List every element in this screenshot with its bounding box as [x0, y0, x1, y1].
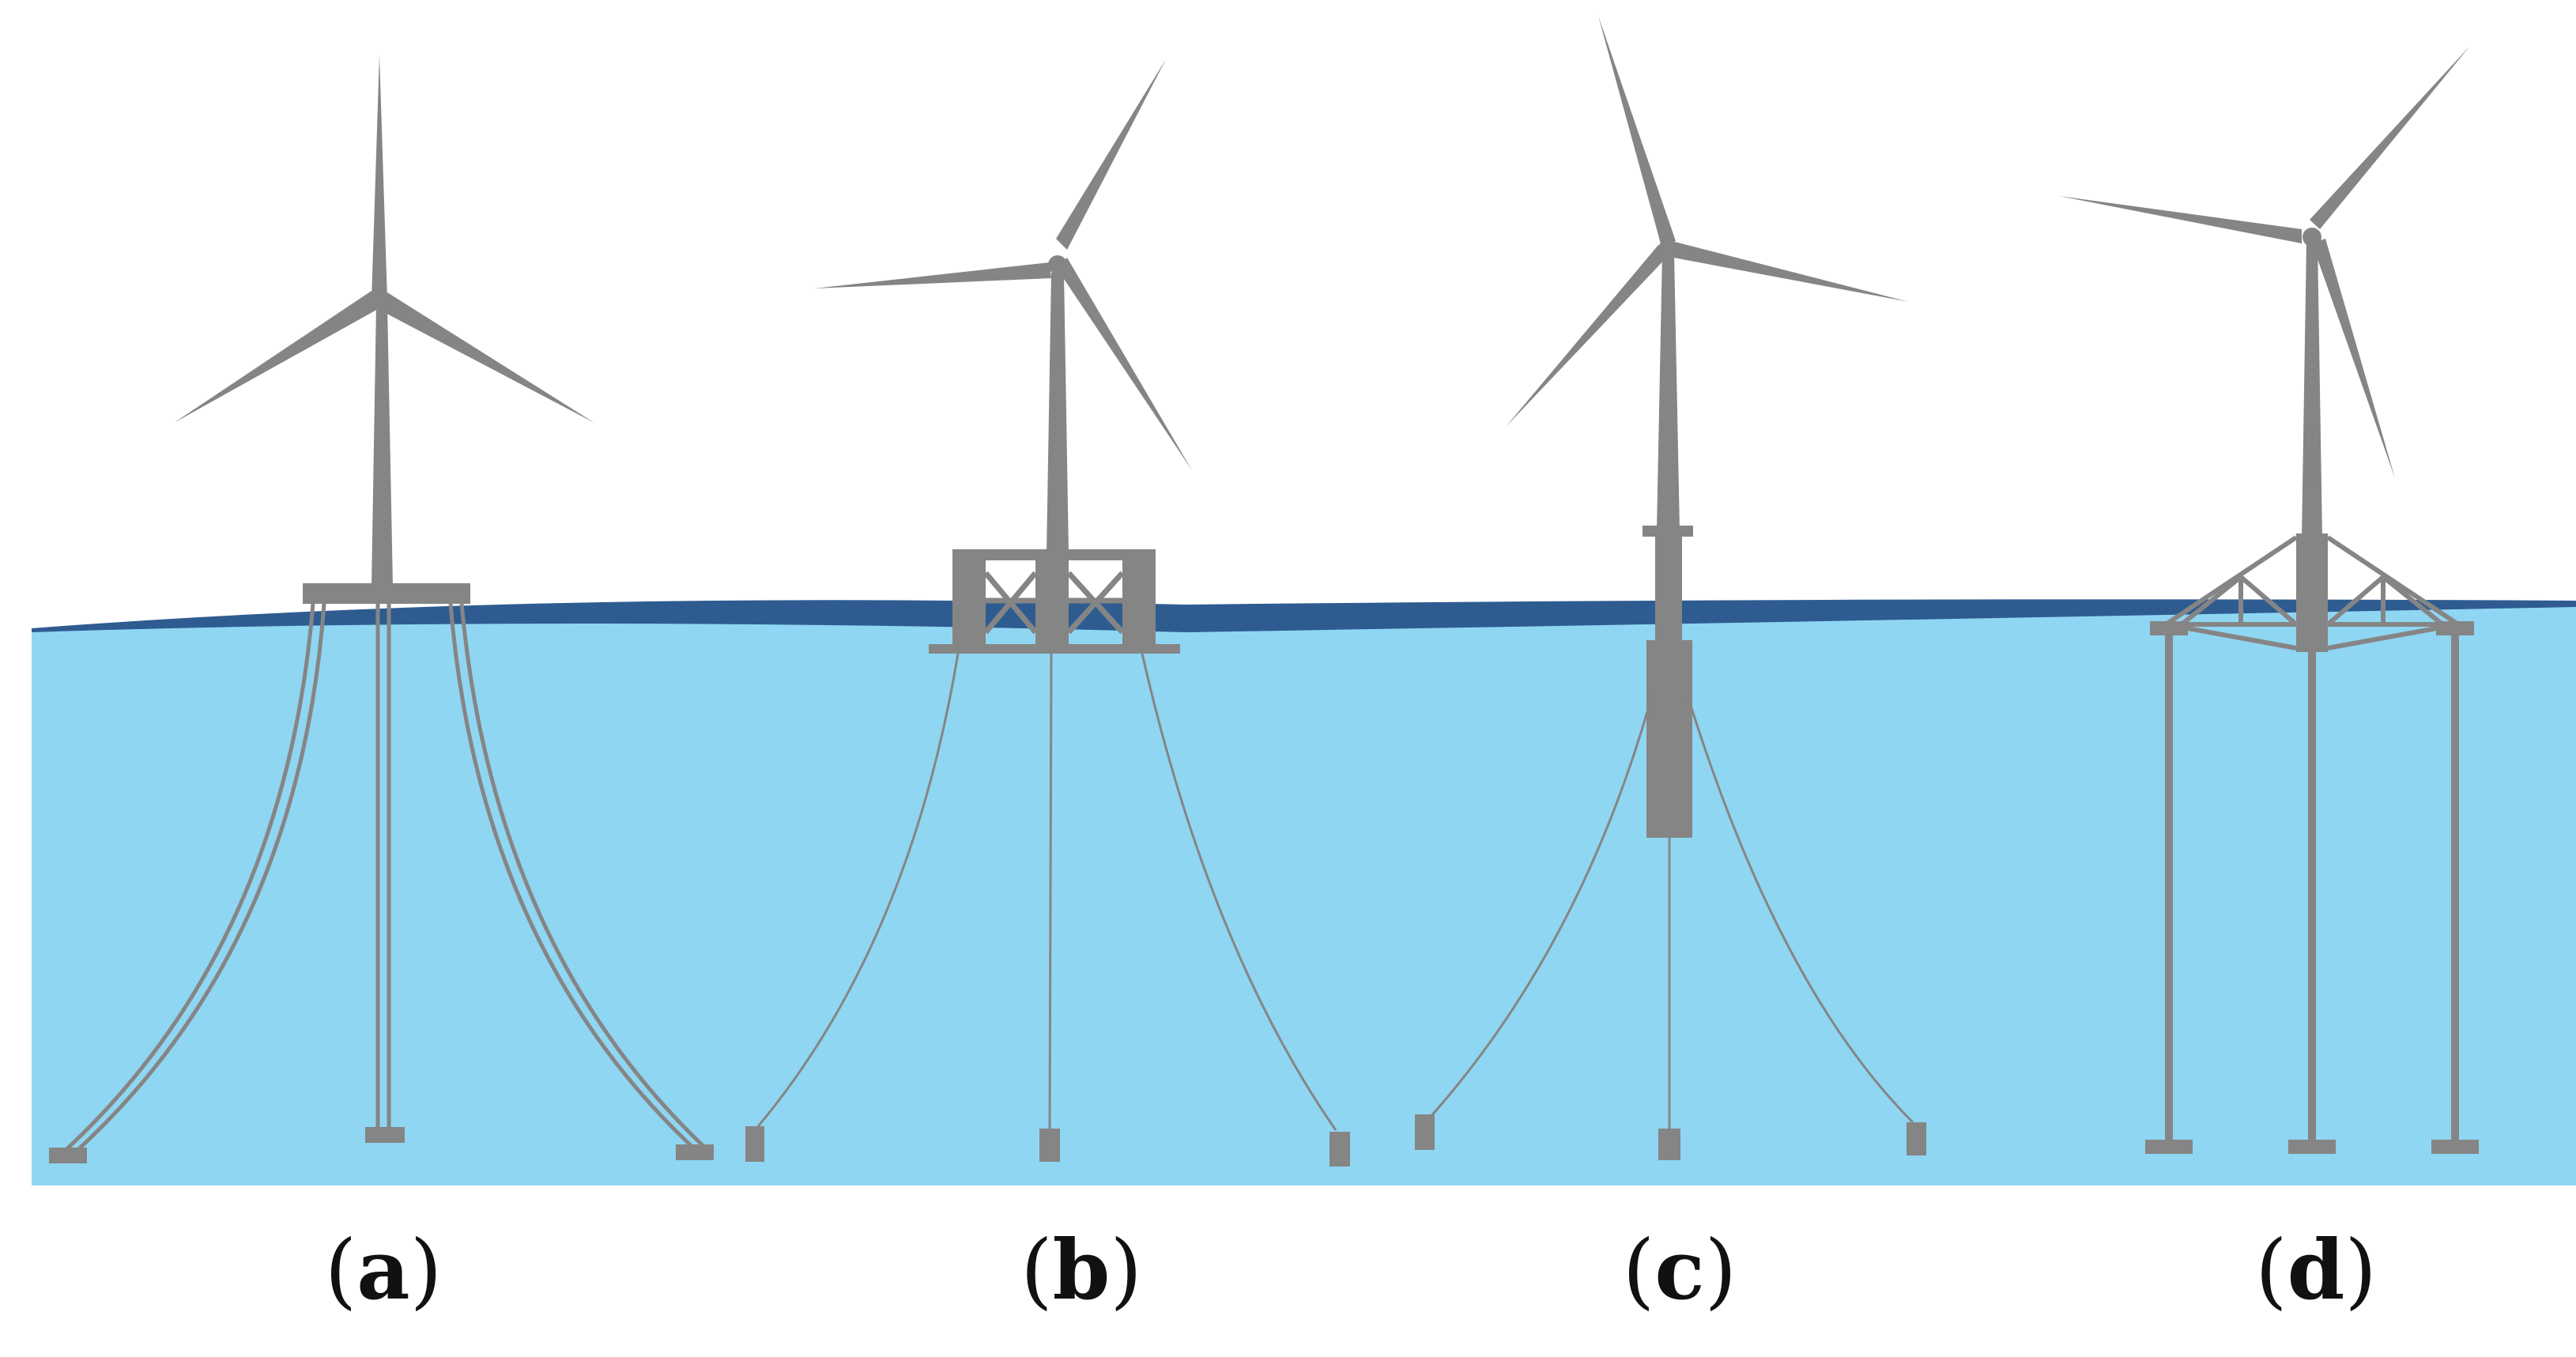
sea-surface-band: [32, 599, 2576, 632]
tendon-d-left: [2165, 632, 2173, 1142]
blade-d-left: [2059, 196, 2302, 243]
anchor-b-center: [1039, 1129, 1060, 1162]
panel-label-c: (c): [1622, 1221, 1737, 1318]
mooring-lines-b: [753, 653, 1337, 1131]
blade-d-right: [2312, 239, 2395, 478]
mooring-lines-c: [1428, 695, 1914, 1130]
blade-a-left: [174, 291, 379, 423]
anchor-a-left: [49, 1148, 87, 1163]
turbine-a-tension-leg: [49, 55, 714, 1163]
platform-a: [303, 583, 470, 604]
anchor-c-right: [1907, 1122, 1926, 1155]
spar-upper: [1655, 533, 1682, 644]
arm-d-left: [2150, 621, 2188, 635]
lattice-bracing: [2164, 535, 2460, 650]
anchor-b-right: [1329, 1132, 1350, 1167]
blade-b-right: [1056, 258, 1192, 470]
tendon-d-center: [2308, 648, 2316, 1142]
blade-b-up: [1056, 59, 1166, 250]
anchor-a-center: [365, 1127, 405, 1143]
tower-b: [1047, 273, 1069, 553]
anchor-d-left: [2145, 1140, 2193, 1154]
blade-c-left: [1506, 245, 1669, 427]
panel-label-d: (d): [2255, 1221, 2377, 1318]
anchor-b-left: [745, 1126, 764, 1162]
blade-d-up: [2310, 46, 2470, 229]
barge-pontoon: [929, 644, 1180, 654]
anchor-d-center: [2288, 1140, 2336, 1154]
anchor-c-center: [1658, 1129, 1680, 1160]
turbine-d-semisub: [2059, 46, 2479, 1154]
turbine-b-barge: [745, 59, 1350, 1167]
tower-c: [1657, 253, 1680, 530]
anchor-d-right: [2431, 1140, 2479, 1154]
tendons-a: [62, 603, 709, 1154]
blade-c-right: [1669, 241, 1909, 302]
hub-a: [372, 290, 390, 307]
turbine-c-spar: [1415, 16, 1926, 1160]
barge-bracing: [983, 571, 1125, 635]
sea-water: [32, 605, 2576, 1185]
blade-a-right: [379, 292, 594, 423]
anchor-a-right: [676, 1144, 714, 1160]
tendon-d-right: [2451, 632, 2459, 1142]
arm-d-right: [2436, 621, 2474, 635]
blade-a-up: [372, 55, 387, 300]
anchor-c-left: [1415, 1114, 1435, 1150]
hub-b: [1048, 255, 1067, 274]
blade-b-left: [814, 262, 1051, 288]
spar-hull: [1646, 640, 1692, 838]
sea: [32, 599, 2576, 1185]
tower-a: [372, 304, 393, 586]
barge-top-deck: [952, 549, 1156, 560]
panel-label-a: (a): [324, 1221, 443, 1318]
tower-d: [2302, 241, 2322, 537]
lattice-core: [2296, 533, 2328, 652]
panel-label-b: (b): [1020, 1221, 1142, 1318]
barge-left-column: [952, 549, 986, 648]
barge-center-column: [1035, 549, 1069, 648]
barge-right-column: [1122, 549, 1156, 648]
blade-c-up: [1598, 16, 1676, 247]
